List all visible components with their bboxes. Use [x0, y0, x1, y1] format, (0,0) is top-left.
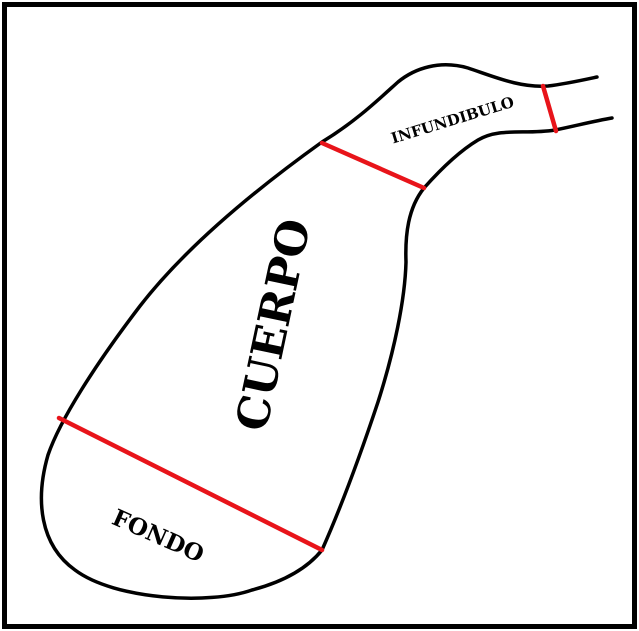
divider-fundus-body	[59, 418, 322, 550]
label-body: CUERPO	[227, 215, 322, 436]
label-infundibulum: INFUNDIBULO	[389, 93, 516, 148]
frame-border	[5, 5, 635, 627]
label-fundus: FONDO	[108, 504, 208, 568]
divider-infundibulum-end	[543, 86, 556, 131]
gallbladder-outline-lower	[322, 118, 612, 550]
divider-body-infundibulum	[322, 143, 424, 188]
